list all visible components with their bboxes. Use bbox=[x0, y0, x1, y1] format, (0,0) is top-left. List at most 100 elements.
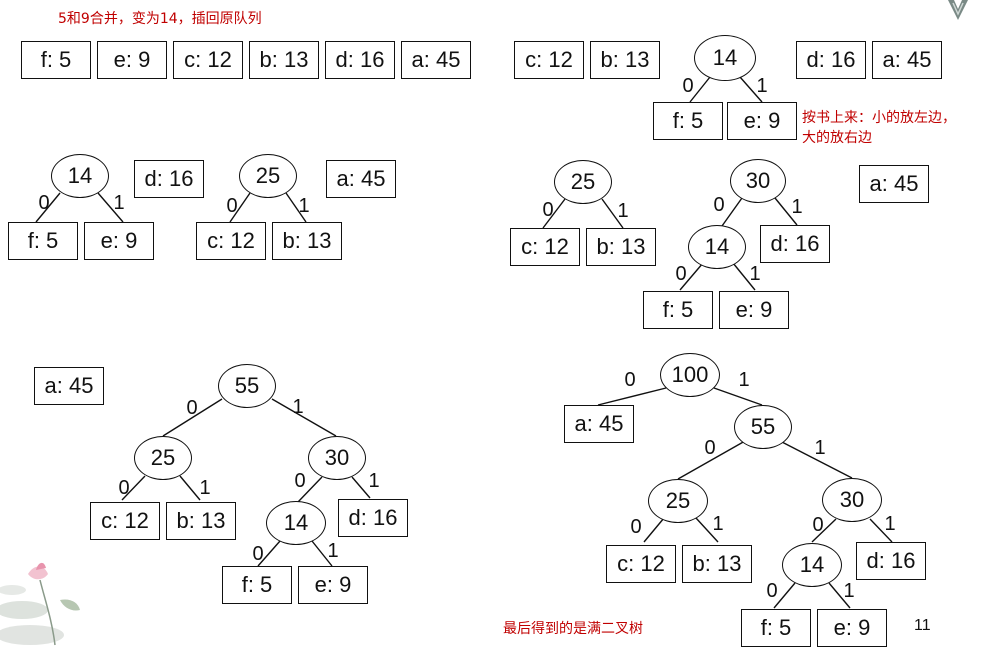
leaf-node: b: 13 bbox=[166, 502, 236, 540]
edge bbox=[162, 398, 223, 437]
edge bbox=[721, 197, 743, 227]
edge bbox=[679, 262, 704, 291]
edge-label-right: 1 bbox=[791, 196, 803, 218]
page-number: 11 bbox=[914, 617, 931, 634]
edge-label-left: 0 bbox=[118, 477, 130, 499]
edge bbox=[689, 76, 711, 103]
leaf-node: e: 9 bbox=[817, 609, 887, 647]
leaf-node: f: 5 bbox=[653, 102, 723, 140]
edge-label-left: 0 bbox=[713, 194, 725, 216]
merge-note: 5和9合并，变为14，插回原队列 bbox=[58, 11, 262, 27]
edge bbox=[774, 197, 798, 226]
edge bbox=[542, 198, 566, 229]
edge bbox=[597, 387, 667, 406]
edge-label-right: 1 bbox=[749, 263, 761, 285]
tree-node: 14 bbox=[51, 154, 109, 198]
edge-label-left: 0 bbox=[682, 75, 694, 97]
final-note: 最后得到的是满二叉树 bbox=[503, 621, 643, 637]
leaf-node: e: 9 bbox=[298, 566, 368, 604]
edge bbox=[97, 192, 124, 223]
queue-item: d: 16 bbox=[796, 41, 866, 79]
queue-item: f: 5 bbox=[21, 41, 91, 79]
tree-node: 100 bbox=[660, 353, 720, 397]
edge-label-left: 0 bbox=[675, 263, 687, 285]
leaf-node: c: 12 bbox=[510, 228, 580, 266]
edge bbox=[271, 398, 337, 437]
tree-node: 14 bbox=[782, 543, 842, 587]
edge-label-left: 0 bbox=[226, 195, 238, 217]
edge bbox=[773, 582, 796, 609]
edge bbox=[779, 440, 853, 479]
tree-node: 25 bbox=[134, 436, 192, 480]
leaf-node: b: 13 bbox=[272, 222, 342, 260]
rule-note-line1: 按书上来：小的放左边， bbox=[802, 110, 956, 126]
queue-item: b: 13 bbox=[249, 41, 319, 79]
queue-item: a: 45 bbox=[326, 160, 396, 198]
edge-label-right: 1 bbox=[712, 513, 724, 535]
edge-label-left: 0 bbox=[186, 397, 198, 419]
edge-label-right: 1 bbox=[368, 470, 380, 492]
queue-item: a: 45 bbox=[872, 41, 942, 79]
leaf-node: d: 16 bbox=[760, 225, 830, 263]
leaf-node: c: 12 bbox=[606, 545, 676, 583]
lotus-decoration-icon bbox=[0, 562, 80, 646]
logo-icon bbox=[948, 0, 968, 20]
leaf-node: e: 9 bbox=[719, 291, 789, 329]
edge bbox=[35, 192, 61, 223]
leaf-node: f: 5 bbox=[8, 222, 78, 260]
edge-label-left: 0 bbox=[542, 199, 554, 221]
queue-item: c: 12 bbox=[514, 41, 584, 79]
edge-label-right: 1 bbox=[814, 437, 826, 459]
edge-label-right: 1 bbox=[327, 540, 339, 562]
edge-label-left: 0 bbox=[294, 470, 306, 492]
edge bbox=[257, 540, 281, 567]
edge-label-left: 0 bbox=[38, 192, 50, 214]
queue-item: a: 45 bbox=[859, 165, 929, 203]
leaf-node: c: 12 bbox=[196, 222, 266, 260]
leaf-node: a: 45 bbox=[564, 405, 634, 443]
queue-item: a: 45 bbox=[401, 41, 471, 79]
edge bbox=[811, 518, 837, 543]
edge bbox=[179, 475, 201, 501]
queue-item: d: 16 bbox=[134, 160, 204, 198]
edge bbox=[229, 192, 251, 223]
tree-node: 14 bbox=[688, 225, 746, 269]
tree-node: 30 bbox=[730, 159, 786, 203]
tree-node: 55 bbox=[218, 364, 276, 408]
edge bbox=[351, 476, 371, 499]
tree-node: 30 bbox=[822, 478, 882, 522]
tree-node: 25 bbox=[648, 479, 708, 523]
edge-label-left: 0 bbox=[812, 514, 824, 536]
queue-item: a: 45 bbox=[34, 367, 104, 405]
edge bbox=[121, 475, 146, 501]
leaf-node: e: 9 bbox=[727, 102, 797, 140]
edge-label-left: 0 bbox=[630, 516, 642, 538]
edge-label-right: 1 bbox=[199, 477, 211, 499]
edge bbox=[677, 440, 746, 480]
tree-node: 14 bbox=[266, 501, 326, 545]
leaf-node: e: 9 bbox=[84, 222, 154, 260]
queue-item: c: 12 bbox=[173, 41, 243, 79]
edge-label-right: 1 bbox=[617, 200, 629, 222]
leaf-node: b: 13 bbox=[682, 545, 752, 583]
queue-item: d: 16 bbox=[325, 41, 395, 79]
leaf-node: f: 5 bbox=[741, 609, 811, 647]
edge bbox=[311, 540, 333, 567]
edge bbox=[297, 476, 323, 503]
leaf-node: d: 16 bbox=[338, 499, 408, 537]
edge bbox=[643, 517, 665, 543]
leaf-node: b: 13 bbox=[586, 228, 656, 266]
queue-item: e: 9 bbox=[97, 41, 167, 79]
edge-label-right: 1 bbox=[298, 195, 310, 217]
rule-note-line2: 大的放右边 bbox=[802, 130, 872, 146]
edge bbox=[695, 517, 719, 543]
edge-label-right: 1 bbox=[292, 396, 304, 418]
tree-node: 25 bbox=[239, 154, 297, 198]
edge-label-left: 0 bbox=[704, 437, 716, 459]
edge bbox=[285, 192, 307, 223]
tree-node: 30 bbox=[308, 436, 366, 480]
edge-label-left: 0 bbox=[624, 369, 636, 391]
queue-item: b: 13 bbox=[590, 41, 660, 79]
